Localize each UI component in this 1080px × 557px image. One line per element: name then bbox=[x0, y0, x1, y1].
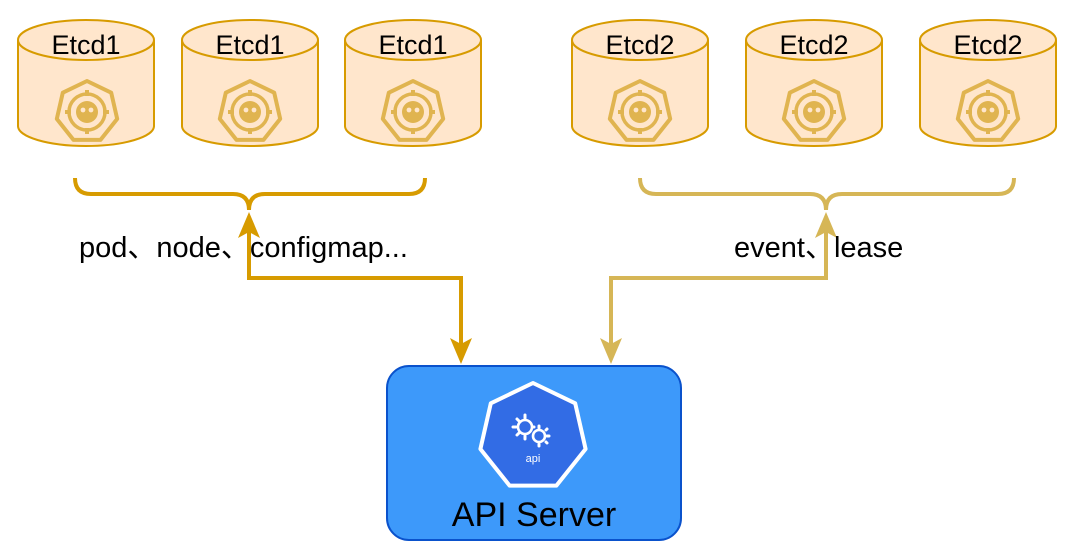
etcd1-node-1: Etcd1 bbox=[17, 19, 155, 147]
etcd2-node-3: Etcd2 bbox=[919, 19, 1057, 147]
etcd-node-label: Etcd2 bbox=[605, 30, 674, 60]
api-server-label: API Server bbox=[452, 496, 616, 534]
etcd1-node-3: Etcd1 bbox=[344, 19, 482, 147]
etcd2-node-2: Etcd2 bbox=[745, 19, 883, 147]
group-2-brace bbox=[638, 177, 1016, 211]
etcd-group-2: Etcd2 Etcd2 Etcd2 bbox=[571, 19, 1057, 147]
etcd-group-1: Etcd1 Etcd1 Etcd1 bbox=[17, 19, 482, 147]
group-1-connector bbox=[238, 212, 472, 364]
etcd-node-label: Etcd1 bbox=[51, 30, 120, 60]
etcd-node-label: Etcd2 bbox=[953, 30, 1022, 60]
etcd1-node-2: Etcd1 bbox=[181, 19, 319, 147]
etcd2-node-1: Etcd2 bbox=[571, 19, 709, 147]
etcd-node-label: Etcd1 bbox=[215, 30, 284, 60]
group-1-brace bbox=[73, 177, 427, 211]
etcd-node-label: Etcd1 bbox=[378, 30, 447, 60]
group-2-connector bbox=[600, 212, 837, 364]
group-1-resources-label: pod、node、configmap... bbox=[79, 232, 408, 264]
group-2-resources-label: event、lease bbox=[734, 232, 903, 264]
api-server-box: api API Server bbox=[386, 365, 682, 541]
etcd-node-label: Etcd2 bbox=[779, 30, 848, 60]
kubernetes-api-icon: api bbox=[478, 381, 588, 488]
api-icon-text: api bbox=[526, 453, 541, 465]
